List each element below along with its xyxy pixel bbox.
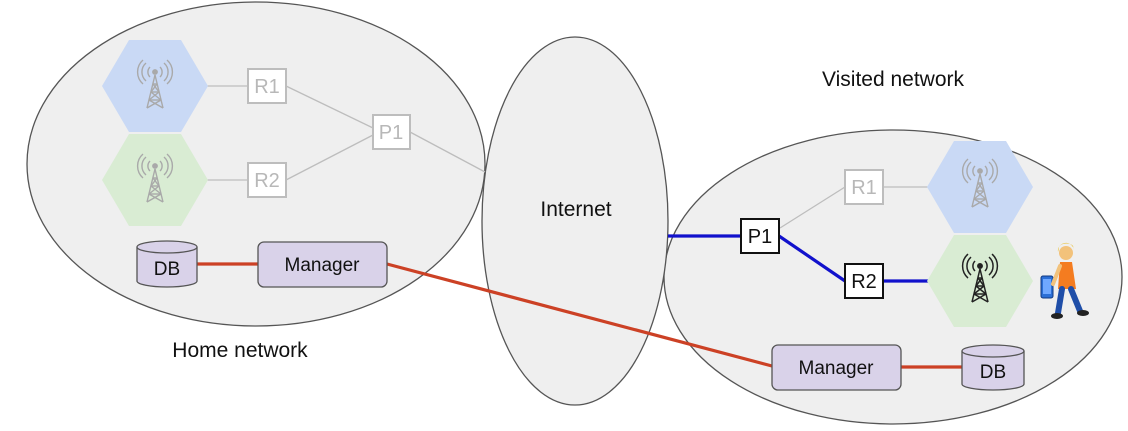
db-label: DB bbox=[980, 362, 1006, 383]
visited-manager: Manager bbox=[771, 344, 902, 391]
home-router-r2: R2 bbox=[247, 162, 287, 198]
visited-network-label: Visited network bbox=[822, 68, 965, 91]
visited-database: DB bbox=[961, 344, 1025, 391]
home-peer-p1: P1 bbox=[372, 114, 411, 150]
home-manager: Manager bbox=[257, 241, 388, 288]
home-database: DB bbox=[136, 240, 198, 288]
home-cell-blue bbox=[102, 40, 208, 132]
home-cell-green bbox=[102, 134, 208, 226]
router-label: R1 bbox=[254, 76, 280, 98]
person-walking-with-phone-icon bbox=[1040, 242, 1089, 319]
peer-label: P1 bbox=[748, 226, 772, 248]
home-network-label: Home network bbox=[172, 339, 308, 362]
peer-label: P1 bbox=[379, 122, 403, 144]
manager-control-link bbox=[197, 262, 962, 369]
router-label: R1 bbox=[851, 177, 877, 199]
manager-label: Manager bbox=[285, 255, 361, 276]
visited-cell-blue bbox=[927, 141, 1033, 233]
database-cylinder-icon bbox=[136, 240, 198, 288]
visited-peer-p1: P1 bbox=[740, 218, 780, 254]
visited-router-r2: R2 bbox=[844, 263, 884, 299]
home-router-r1: R1 bbox=[247, 68, 287, 104]
visited-router-r1: R1 bbox=[844, 169, 884, 205]
database-cylinder-icon bbox=[961, 344, 1025, 391]
manager-label: Manager bbox=[799, 358, 875, 379]
internet-ellipse bbox=[481, 36, 669, 406]
router-label: R2 bbox=[254, 170, 280, 192]
visited-cell-green bbox=[927, 235, 1033, 327]
router-label: R2 bbox=[851, 271, 877, 293]
internet-label: Internet bbox=[540, 198, 611, 221]
db-label: DB bbox=[154, 259, 180, 280]
